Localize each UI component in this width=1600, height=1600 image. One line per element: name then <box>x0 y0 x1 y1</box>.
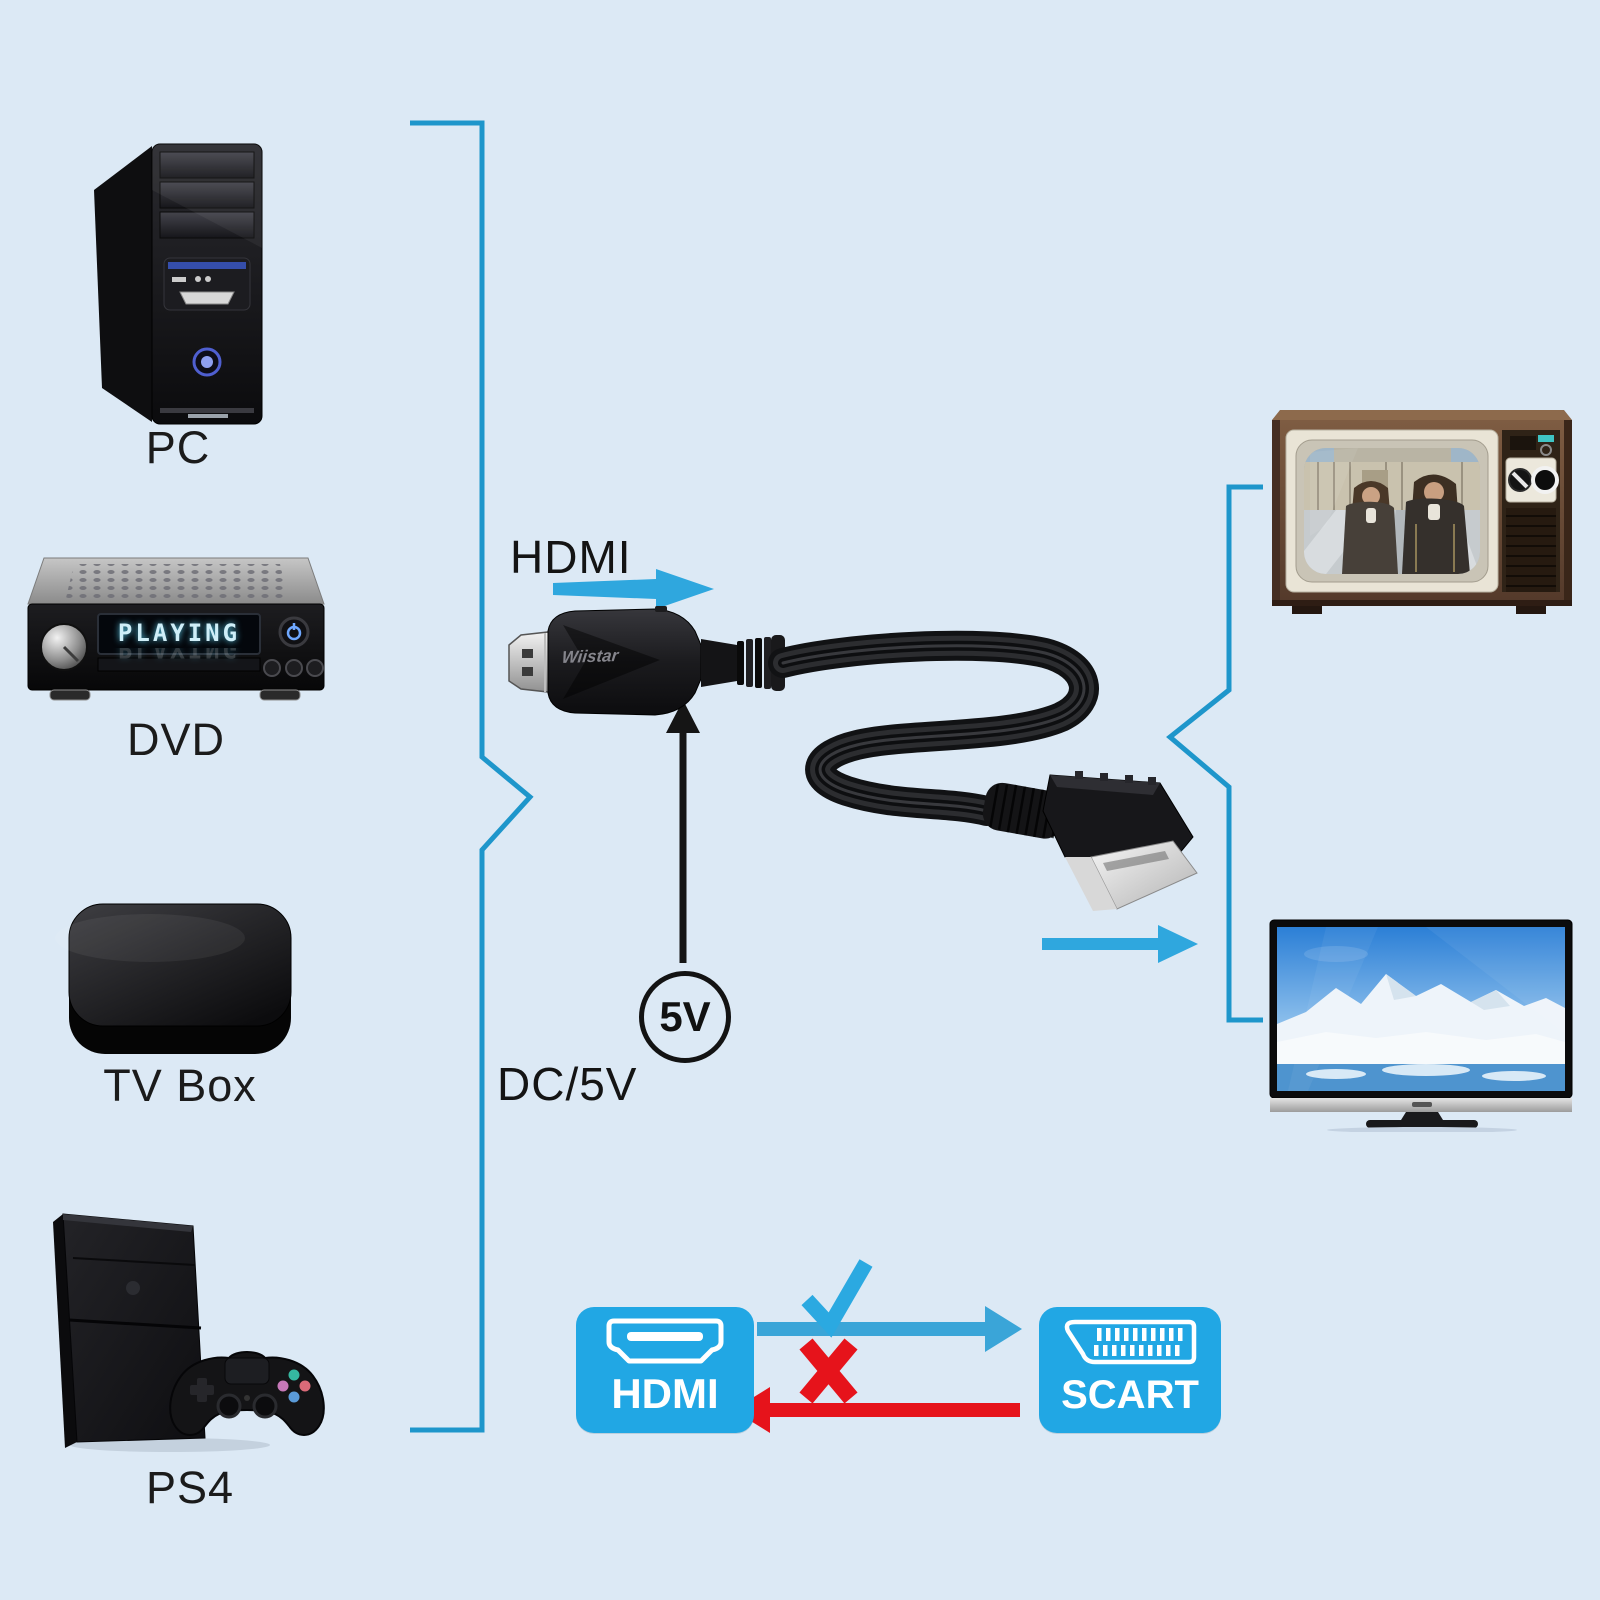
screen-figure-left <box>1342 481 1398 574</box>
pc-io-panel <box>163 257 251 311</box>
power-arrow-icon <box>666 700 700 963</box>
hdmi-input-label: HDMI <box>510 531 632 583</box>
dvd-display-window <box>97 613 261 655</box>
legend-scart-badge: SCART <box>1039 1307 1221 1433</box>
screen-figure-right <box>1402 474 1470 574</box>
crt-tv-device <box>1272 410 1572 614</box>
tv-box-label: TV Box <box>103 1060 257 1111</box>
legend-hdmi-badge: HDMI <box>576 1307 754 1433</box>
scart-plug <box>982 771 1198 911</box>
dvd-label: DVD <box>126 714 225 765</box>
checkmark-icon <box>801 1259 873 1338</box>
pc-label: PC <box>145 422 211 473</box>
sources-bracket <box>410 120 534 1433</box>
ps4-device <box>53 1213 325 1452</box>
ps4-controller <box>169 1351 325 1436</box>
dc5v-label: DC/5V <box>497 1058 638 1110</box>
dvd-display-reflection: PLAYING <box>117 648 241 663</box>
dvd-buttons <box>263 659 324 677</box>
dvd-power-button <box>278 616 310 648</box>
flat-tv-device <box>1269 919 1573 1132</box>
converter-body <box>547 606 785 716</box>
crt-screen <box>1304 448 1480 574</box>
power-5v-text: 5V <box>659 993 711 1040</box>
legend-forward-arrow-icon <box>757 1306 1022 1352</box>
tv-box-device <box>55 903 292 1054</box>
scart-port-icon <box>1064 1319 1197 1365</box>
dvd-device <box>27 557 325 701</box>
tv-bracket <box>1166 484 1263 1023</box>
legend-reverse-arrow-icon <box>733 1387 1020 1433</box>
legend-hdmi-label: HDMI <box>611 1370 719 1417</box>
hdmi-direction-arrow-icon <box>553 569 714 609</box>
cross-icon <box>799 1338 858 1404</box>
converter-cable <box>768 630 1099 826</box>
crt-control-panel <box>1502 430 1560 592</box>
power-5v-badge: 5V <box>639 971 731 1063</box>
ps4-label: PS4 <box>145 1462 235 1513</box>
dvd-display-text: PLAYING <box>117 619 241 647</box>
scart-output-arrow-icon <box>1042 925 1198 963</box>
flat-tv-screen <box>1277 927 1565 1091</box>
hdmi-scart-converter <box>508 606 1198 911</box>
legend-scart-label: SCART <box>1061 1373 1199 1417</box>
pc-device <box>94 143 263 425</box>
hdmi-port-icon <box>606 1318 724 1364</box>
crt-knob-right <box>1531 466 1559 494</box>
converter-brand-logo: Wiistar <box>560 645 620 668</box>
